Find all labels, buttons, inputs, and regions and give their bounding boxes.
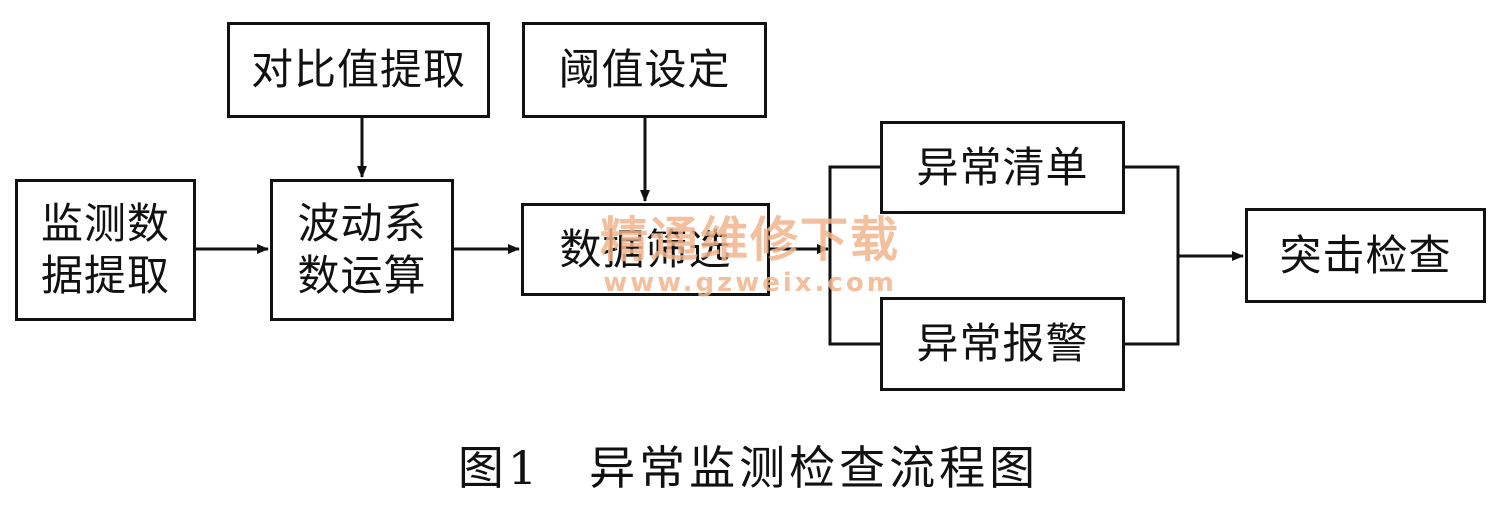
node-anomaly-list: 异常清单	[880, 121, 1125, 214]
node-data-filter: 数据筛选	[521, 203, 770, 296]
figure-label: 图1	[457, 441, 542, 495]
node-threshold-set: 阈值设定	[522, 22, 767, 118]
node-anomaly-list-label: 异常清单	[916, 142, 1089, 192]
node-data-filter-label: 数据筛选	[559, 224, 732, 274]
node-spot-check: 突击检查	[1245, 208, 1486, 303]
node-monitor-data-label: 监测数 据提取	[40, 199, 170, 300]
node-monitor-data: 监测数 据提取	[15, 179, 196, 321]
node-fluctuation-calc-label: 波动系 数运算	[297, 199, 427, 300]
node-anomaly-alarm-label: 异常报警	[916, 319, 1089, 368]
edge-split-to-list-and-alarm	[828, 165, 882, 346]
node-contrast-extract: 对比值提取	[227, 22, 490, 118]
node-threshold-set-label: 阈值设定	[558, 45, 731, 94]
node-spot-check-label: 突击检查	[1279, 230, 1452, 280]
edge-list-and-alarm-to-merge	[1125, 165, 1180, 346]
node-contrast-extract-label: 对比值提取	[250, 45, 466, 94]
figure-title: 异常监测检查流程图	[589, 441, 1040, 495]
node-anomaly-alarm: 异常报警	[880, 297, 1125, 391]
figure-caption: 图1 异常监测检查流程图	[0, 438, 1497, 498]
node-fluctuation-calc: 波动系 数运算	[270, 179, 454, 321]
